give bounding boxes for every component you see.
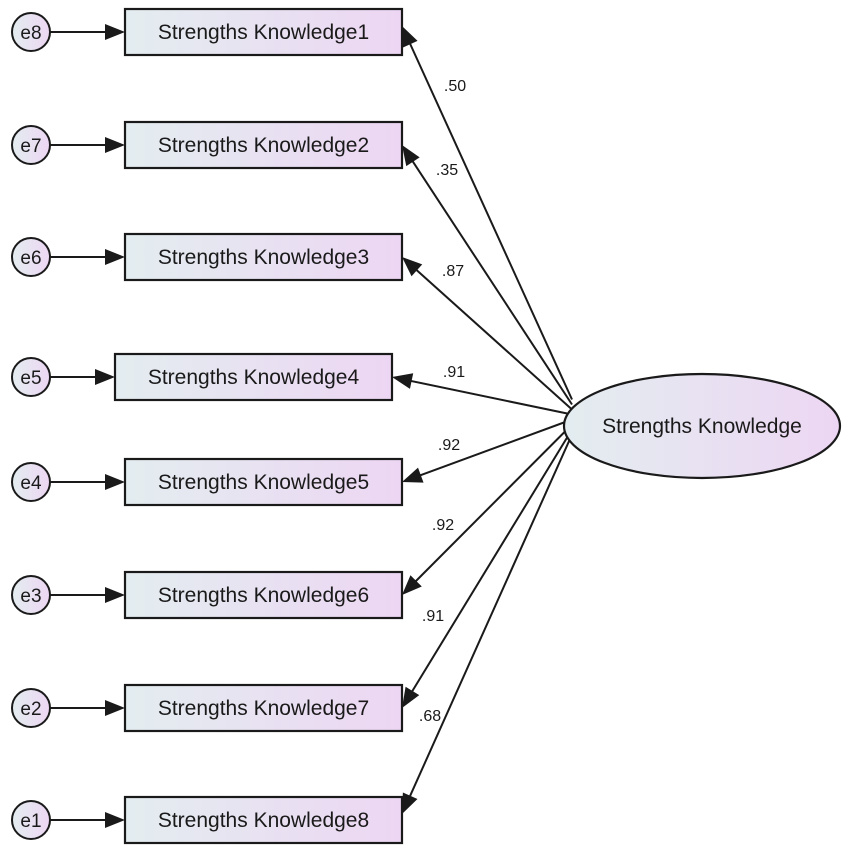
- loading-path-arrowhead: [402, 257, 423, 277]
- error-path-arrowhead: [105, 137, 125, 153]
- indicator-label: Strengths Knowledge2: [158, 134, 369, 157]
- loading-path-line: [408, 41, 573, 400]
- error-path-arrowhead: [105, 812, 125, 828]
- indicator-box: [123, 570, 404, 620]
- indicator-label: Strengths Knowledge8: [158, 809, 369, 832]
- loading-path-line: [414, 423, 573, 583]
- loading-value: .91: [422, 608, 444, 625]
- indicator-box: [123, 7, 404, 57]
- indicator-5: e4 Strengths Knowledge5: [11, 457, 404, 507]
- error-term-label: e1: [20, 811, 41, 832]
- error-term-circle: [11, 800, 51, 840]
- indicator-box: [123, 795, 404, 845]
- loading-path-arrowhead: [402, 26, 418, 48]
- loading-path-arrowhead: [402, 145, 420, 167]
- loading-path-arrowhead: [392, 373, 414, 389]
- loading-path-arrowhead: [402, 467, 424, 483]
- error-path-arrowhead: [105, 700, 125, 716]
- loading-path-line: [414, 268, 573, 411]
- loading-value: .35: [436, 162, 458, 179]
- loading-value: .87: [442, 263, 464, 280]
- indicator-label: Strengths Knowledge1: [158, 21, 369, 44]
- error-term-circle: [11, 357, 51, 397]
- indicator-label: Strengths Knowledge7: [158, 697, 369, 720]
- error-path-arrowhead: [95, 369, 115, 385]
- indicator-label: Strengths Knowledge3: [158, 246, 369, 269]
- latent-label: Strengths Knowledge: [602, 415, 802, 438]
- indicator-label: Strengths Knowledge4: [148, 366, 360, 389]
- loading-path-line: [408, 434, 573, 798]
- error-term-label: e7: [20, 136, 41, 157]
- error-term-circle: [11, 688, 51, 728]
- indicator-box: [123, 457, 404, 507]
- indicator-3: e6 Strengths Knowledge3: [11, 232, 404, 282]
- error-term-circle: [11, 237, 51, 277]
- indicator-box: [113, 352, 394, 402]
- indicator-label: Strengths Knowledge6: [158, 584, 369, 607]
- loading-path-line: [411, 159, 573, 406]
- indicator-box: [123, 683, 404, 733]
- error-term-circle: [11, 125, 51, 165]
- error-term-label: e4: [20, 473, 42, 494]
- loading-path-line: [409, 379, 573, 416]
- error-term-label: e5: [20, 368, 41, 389]
- indicator-8: e1 Strengths Knowledge8: [11, 795, 404, 845]
- loading-path-arrowhead: [402, 575, 422, 595]
- loading-value: .50: [444, 78, 466, 95]
- latent-ellipse: [562, 372, 842, 480]
- error-term-circle: [11, 575, 51, 615]
- loading-value: .92: [432, 517, 454, 534]
- indicator-box: [123, 120, 404, 170]
- error-term-circle: [11, 12, 51, 52]
- path-arrows: [50, 24, 573, 828]
- loading-path-arrowhead: [402, 686, 420, 708]
- error-term-label: e2: [20, 699, 41, 720]
- error-path-arrowhead: [105, 24, 125, 40]
- loading-path-line: [418, 418, 573, 477]
- error-term-label: e3: [20, 586, 41, 607]
- indicator-label: Strengths Knowledge5: [158, 471, 369, 494]
- indicator-box: [123, 232, 404, 282]
- indicator-1: e8 Strengths Knowledge1: [11, 7, 404, 57]
- indicator-4: e5 Strengths Knowledge4: [11, 352, 394, 402]
- error-term-circle: [11, 462, 51, 502]
- loading-path-line: [410, 428, 573, 694]
- error-path-arrowhead: [105, 587, 125, 603]
- latent-variable: Strengths Knowledge: [562, 372, 842, 480]
- indicator-2: e7 Strengths Knowledge2: [11, 120, 404, 170]
- indicator-6: e3 Strengths Knowledge6: [11, 570, 404, 620]
- error-path-arrowhead: [105, 474, 125, 490]
- loading-path-arrowhead: [402, 792, 418, 814]
- loading-value: .91: [443, 364, 465, 381]
- error-term-label: e8: [20, 23, 41, 44]
- loading-value: .92: [438, 437, 460, 454]
- indicator-7: e2 Strengths Knowledge7: [11, 683, 404, 733]
- loading-value: .68: [419, 708, 441, 725]
- error-term-label: e6: [20, 248, 41, 269]
- error-path-arrowhead: [105, 249, 125, 265]
